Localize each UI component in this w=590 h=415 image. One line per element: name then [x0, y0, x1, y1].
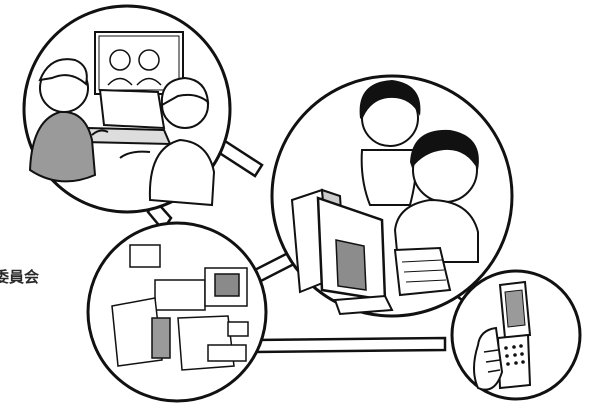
laptop-icon: [82, 88, 172, 146]
keyboard-icon: [393, 246, 452, 297]
right-person-icon: [119, 76, 216, 207]
papers-icon: [111, 244, 249, 371]
hand-icon: [473, 326, 504, 391]
mobile-phone-icon: [496, 280, 532, 390]
video-call-circle: [22, 4, 232, 214]
boy-icon: [393, 129, 479, 263]
documents-circle: [86, 221, 268, 403]
girl-icon: [359, 80, 421, 206]
computer-learning-circle: [270, 74, 514, 318]
monitor-icon: [316, 196, 394, 316]
mobile-phone-circle: [450, 269, 582, 401]
left-person-icon: [28, 58, 109, 183]
caption-text: 委員会: [0, 268, 40, 286]
